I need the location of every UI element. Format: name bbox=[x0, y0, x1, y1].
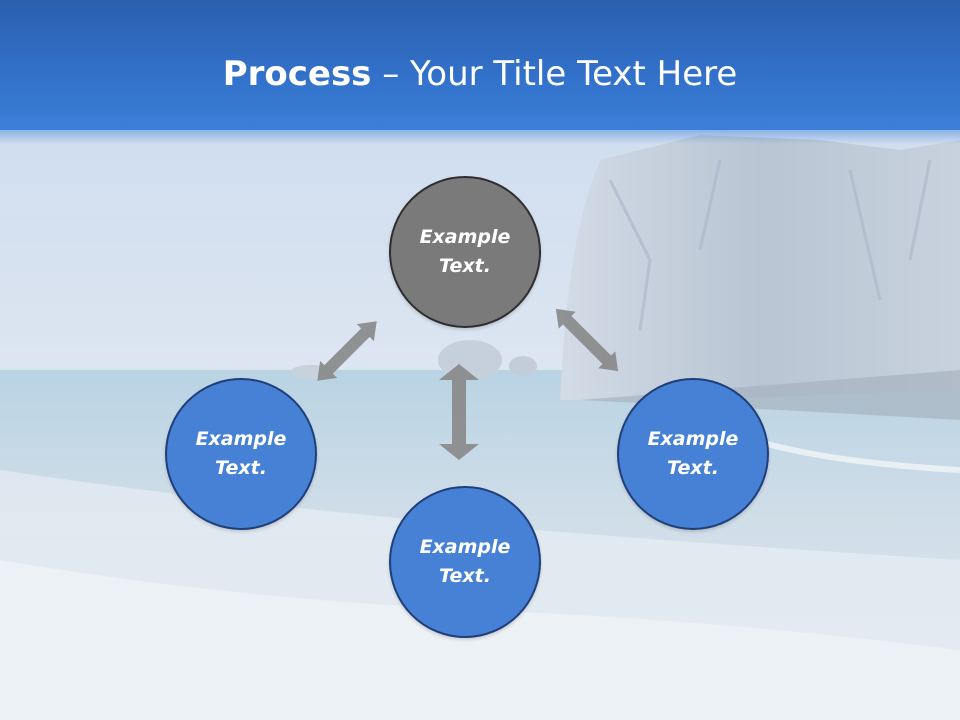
title-bar-fade bbox=[0, 118, 960, 144]
slide-title: Process – Your Title Text Here bbox=[0, 52, 960, 96]
title-rest: – Your Title Text Here bbox=[371, 54, 738, 94]
title-bar bbox=[0, 0, 960, 130]
arrow-vertical-icon bbox=[439, 364, 479, 460]
arrow-top-right-icon bbox=[555, 308, 619, 372]
arrow-top-left-icon bbox=[317, 321, 377, 381]
title-bold: Process bbox=[222, 54, 372, 94]
